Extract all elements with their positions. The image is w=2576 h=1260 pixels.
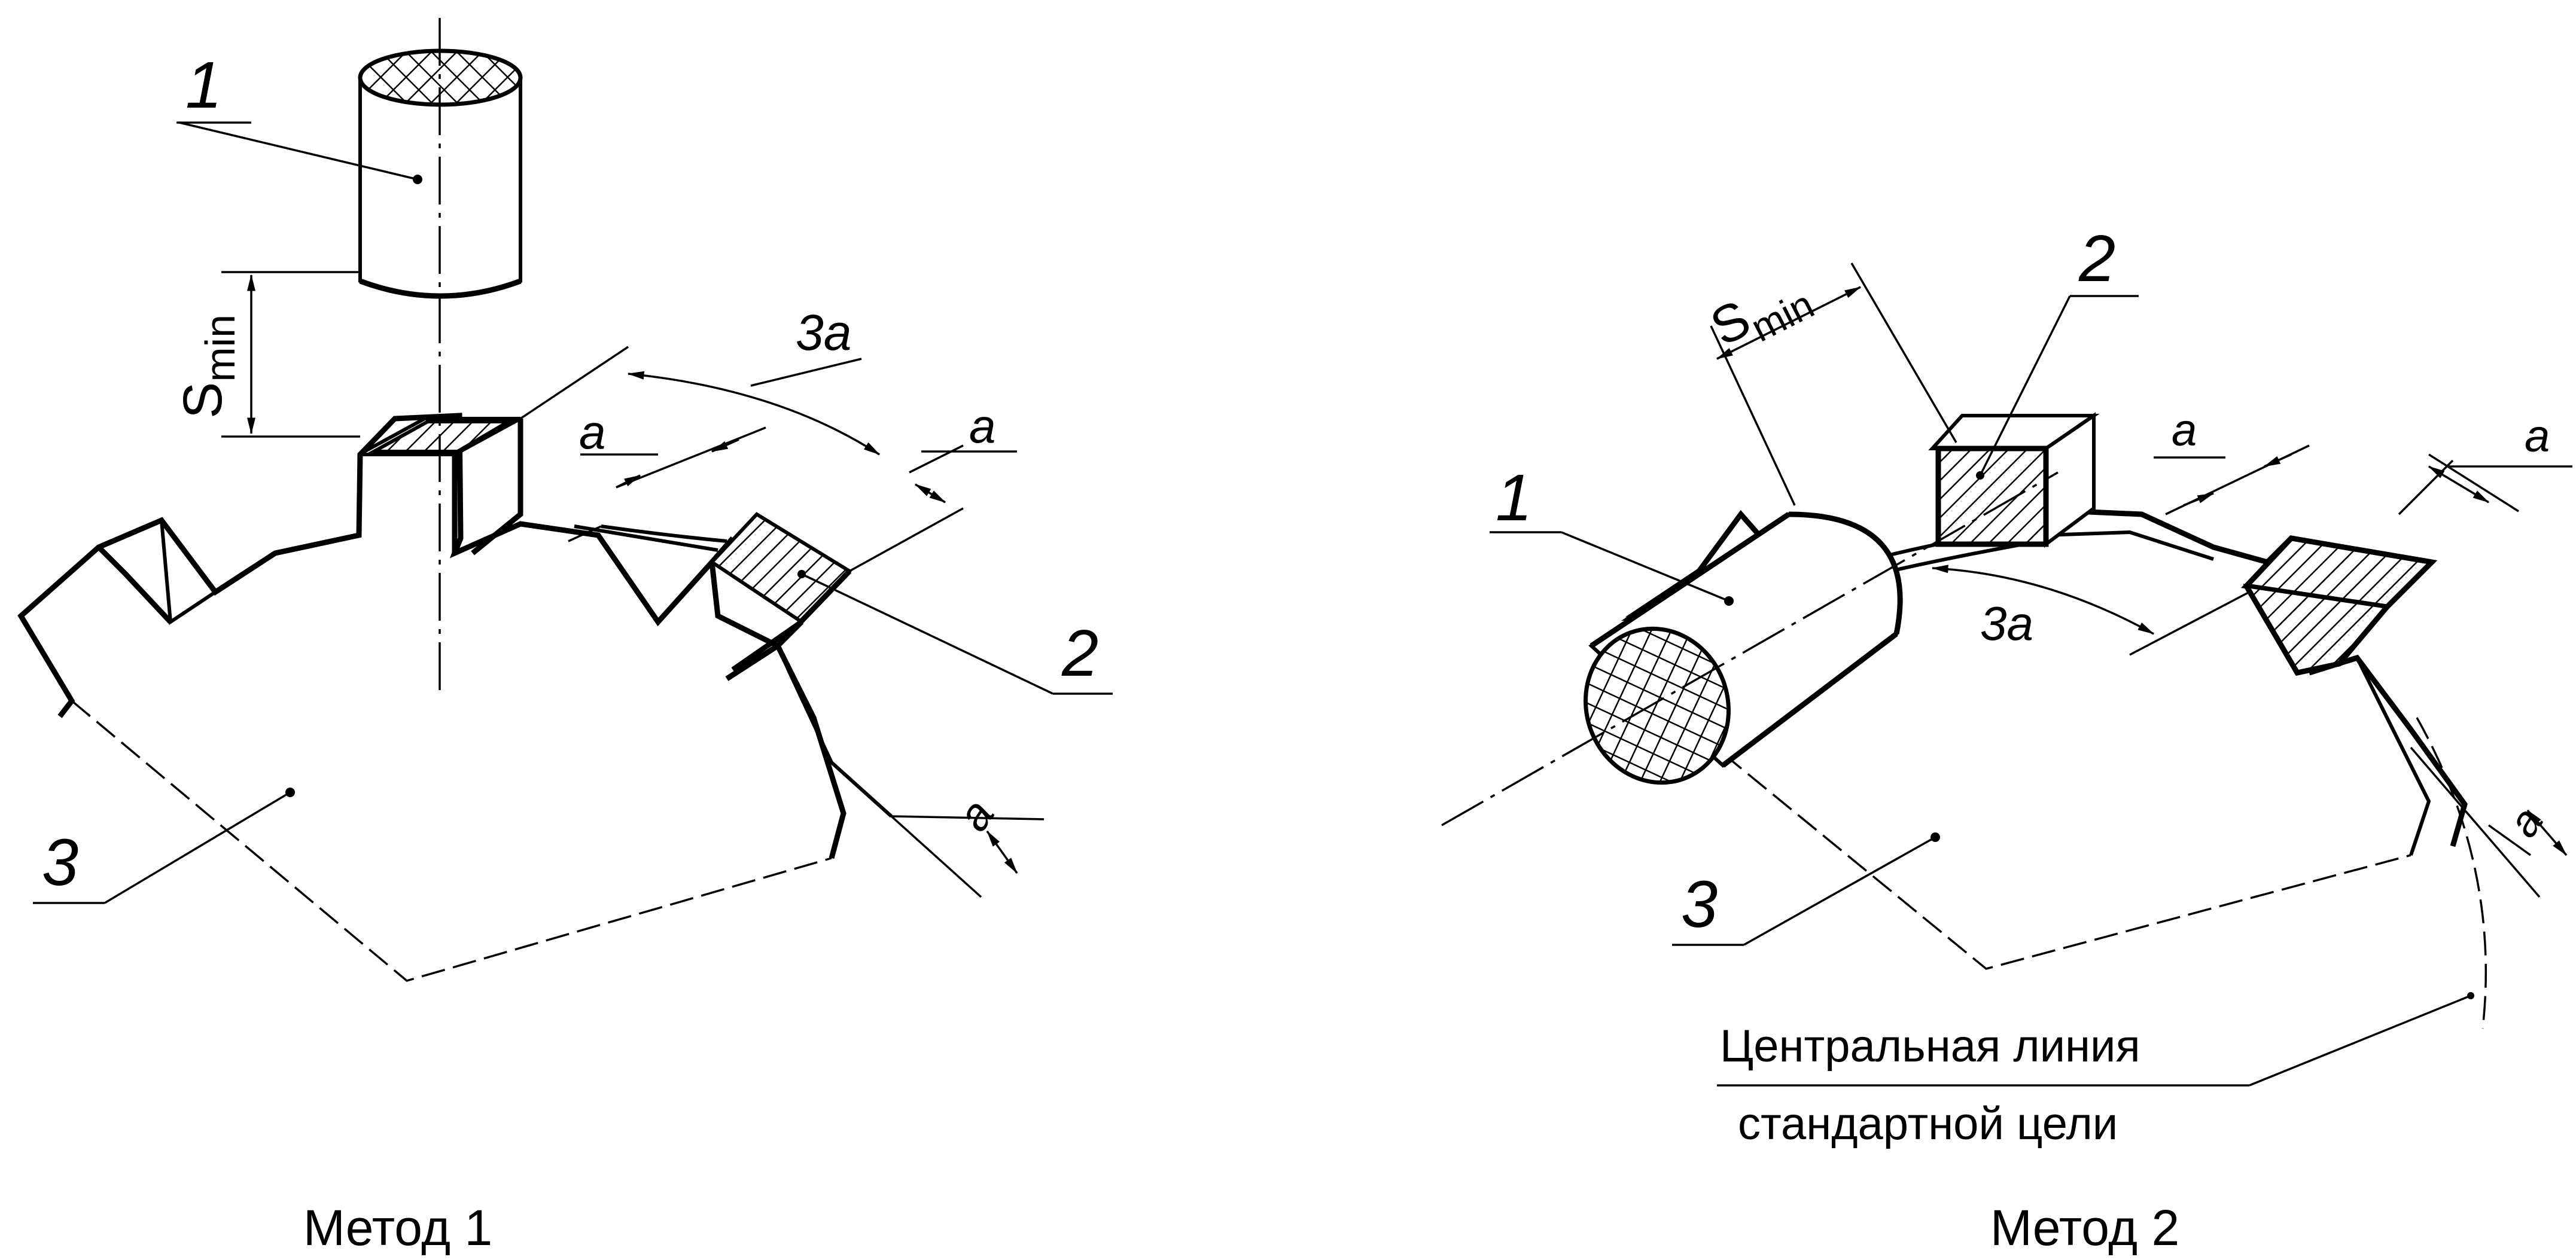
label-3-method-2: 3 — [1681, 868, 1718, 941]
detector-cylinder-method-2 — [1584, 511, 1903, 785]
caption-method-1: Метод 1 — [303, 1200, 492, 1256]
caption-method-2: Метод 2 — [1990, 1200, 2179, 1256]
label-a-lower-method-1: a — [948, 790, 1004, 840]
label-3a-method-1: 3a — [796, 304, 851, 361]
dim-a-method-2: a a a — [2154, 405, 2572, 898]
label-a-right-method-1: a — [969, 399, 996, 453]
dim-smin-method-2: Smin — [1701, 260, 1957, 506]
dim-smin-method-1: Smin — [172, 271, 360, 438]
dim-3a-method-2: 3a — [1931, 565, 2250, 656]
smin-label-method-1: Smin — [172, 315, 243, 419]
centerline-note-line-2: стандартной цели — [1738, 1099, 2118, 1149]
dim-a-method-1: a a a — [568, 399, 1045, 898]
label-3a-method-2: 3a — [1980, 597, 2033, 650]
axis-line-method-2 — [1441, 471, 2059, 826]
label-1-method-1: 1 — [185, 48, 222, 122]
test-specimen-cube-method-2 — [1928, 412, 2100, 548]
method-2-figure: Smin 3a a a a — [1441, 222, 2572, 1256]
hatched-block-method-2 — [2240, 535, 2438, 676]
test-specimen-cube-method-1 — [358, 417, 523, 556]
label-1-method-2: 1 — [1496, 461, 1532, 535]
method-1-figure: Smin 3a a a a — [17, 18, 1113, 1256]
label-a-left-method-1: a — [579, 405, 606, 459]
leaders-method-1: 1 2 3 — [33, 48, 1113, 904]
leaders-method-2: 1 2 3 — [1490, 222, 2474, 1087]
label-2-method-2: 2 — [2078, 222, 2115, 295]
label-a-right-method-2: a — [2525, 411, 2550, 462]
centerline-note-line-1: Центральная линия — [1720, 1021, 2140, 1072]
label-3-method-1: 3 — [42, 826, 78, 899]
label-2-method-1: 2 — [1061, 617, 1098, 690]
dim-3a-method-1: 3a — [520, 304, 964, 572]
label-a-left-method-2: a — [2172, 405, 2197, 456]
smin-label-method-2: Smin — [1701, 260, 1821, 366]
